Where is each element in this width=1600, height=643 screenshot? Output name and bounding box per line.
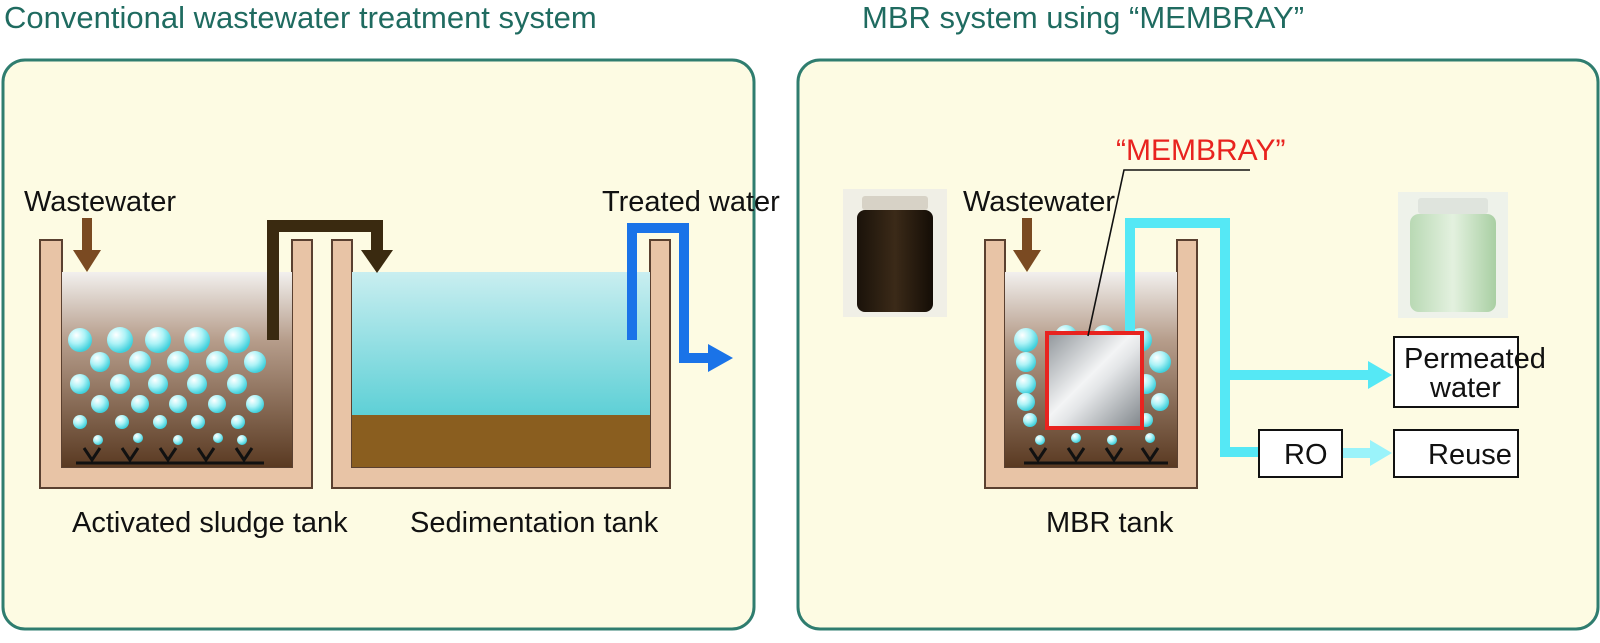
transfer-pipe-arrowhead: [361, 250, 393, 273]
diffuser-left: [76, 447, 264, 465]
reuse-box: [1393, 429, 1519, 478]
diffuser-right: [1024, 447, 1168, 465]
permeate-sample-jar: [1398, 192, 1508, 318]
treated-water-arrowhead: [708, 344, 733, 372]
permeated-water-label-line2: water: [1429, 372, 1501, 404]
left-panel-title: Conventional wastewater treatment system: [4, 0, 597, 35]
treated-water-label: Treated water: [602, 186, 780, 218]
reuse-label: Reuse: [1428, 439, 1512, 471]
permeate-arrowhead: [1368, 361, 1392, 389]
ro-label: RO: [1284, 439, 1328, 471]
membray-leader-line: [1087, 169, 1250, 337]
permeated-water-label-line1: Permeated: [1404, 343, 1546, 375]
wastewater-arrow-left: [73, 218, 101, 272]
permeated-water-box: [1393, 336, 1519, 408]
permeate-pipe: [1125, 218, 1262, 457]
membray-membrane-module: [1045, 331, 1144, 430]
membray-label: “MEMBRAY”: [1116, 134, 1285, 167]
wastewater-label-left: Wastewater: [24, 186, 176, 218]
ro-box: [1258, 429, 1343, 478]
aeration-bubbles-left: [68, 327, 266, 445]
reuse-arrowhead: [1370, 440, 1392, 466]
transfer-pipe: [267, 220, 383, 340]
mbr-tank-label: MBR tank: [1046, 507, 1174, 539]
right-panel-title: MBR system using “MEMBRAY”: [862, 0, 1304, 35]
treated-water-pipe: [627, 223, 710, 363]
sedimentation-tank: [331, 239, 671, 489]
wastewater-label-right: Wastewater: [963, 186, 1115, 218]
wastewater-arrow-right: [1013, 218, 1041, 272]
activated-sludge-tank-label: Activated sludge tank: [72, 507, 348, 539]
wastewater-sample-jar: [843, 189, 947, 317]
sedimentation-tank-label: Sedimentation tank: [410, 507, 659, 539]
